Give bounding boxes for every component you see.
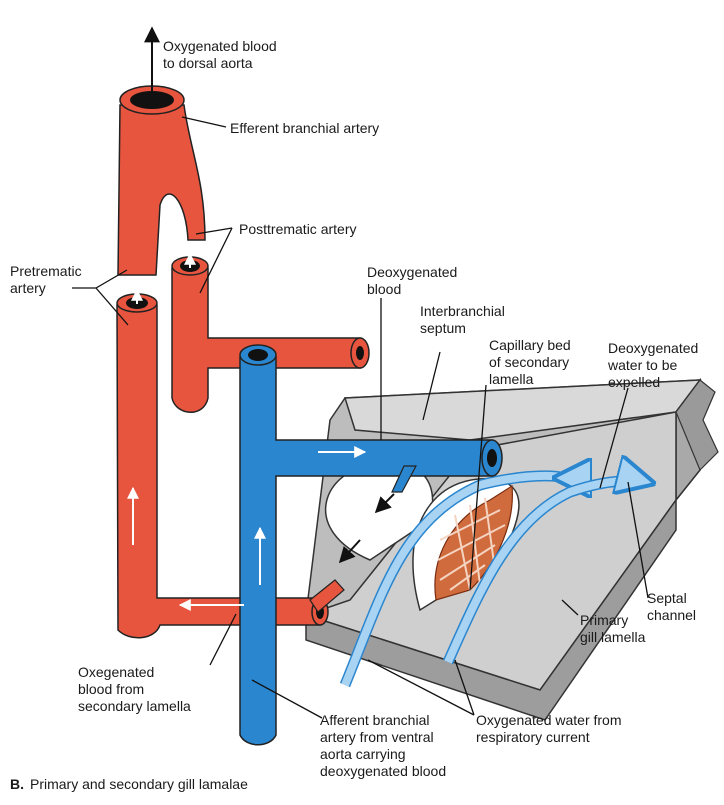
caption-text: Primary and secondary gill lamalae — [30, 776, 248, 792]
leader-lines — [72, 116, 649, 719]
figure-caption: B. Primary and secondary gill lamalae — [10, 776, 248, 792]
label-efferent-branchial-artery: Efferent branchial artery — [230, 120, 380, 136]
deoxygenated-vessel — [239, 344, 503, 746]
flow-arrows — [127, 26, 395, 611]
label-posttrematic-artery: Posttrematic artery — [239, 221, 357, 237]
water-currents — [339, 476, 648, 688]
caption-letter: B. — [10, 776, 24, 792]
oxygenated-vessels — [116, 85, 370, 639]
